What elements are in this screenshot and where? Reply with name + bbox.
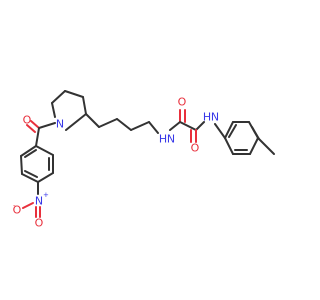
- bond: [24, 149, 37, 158]
- bond: [224, 121, 234, 139]
- bond: [20, 145, 37, 157]
- positive-charge-label: +: [43, 191, 49, 199]
- bond: [24, 170, 38, 178]
- bond: [51, 102, 56, 118]
- bond: [20, 155, 23, 175]
- bond: [179, 121, 197, 131]
- toluidine-ring: [224, 121, 275, 155]
- nitro-nitrogen-label: N: [35, 195, 43, 208]
- bond: [35, 127, 40, 147]
- benzoyl-carbonyl: [26, 120, 56, 147]
- bond: [251, 126, 260, 140]
- molecule-structure: O N O O H N H N N + O - O: [13, 90, 275, 230]
- nitrogen-atom-label: N: [167, 133, 175, 146]
- nitrogen-atom-label: N: [56, 118, 64, 131]
- butyl-chain: [85, 113, 159, 134]
- piperidine-ring: [51, 90, 87, 131]
- nitro-oxygen-label: O: [13, 204, 22, 217]
- bond: [35, 145, 54, 156]
- bond: [30, 120, 40, 129]
- bond: [228, 124, 237, 138]
- nitrogen-atom-label: N: [211, 111, 219, 124]
- nitrogen-atom-h-label: H: [159, 133, 167, 146]
- bond: [51, 90, 66, 104]
- bond: [26, 124, 36, 133]
- methyl-bond: [257, 137, 275, 155]
- bond: [148, 121, 159, 134]
- bond: [65, 113, 87, 131]
- oxalamide-linker: [169, 109, 226, 143]
- nitro-oxygen-label: O: [35, 217, 44, 230]
- bond: [21, 173, 39, 183]
- bond: [169, 121, 181, 131]
- oxygen-atom-label: O: [23, 114, 32, 127]
- bond: [37, 172, 54, 183]
- nitrophenyl-ring: [20, 145, 54, 183]
- bond: [249, 137, 259, 155]
- oxygen-atom-label: O: [191, 142, 200, 155]
- nitro-group: [22, 181, 41, 218]
- bond: [214, 123, 226, 139]
- bond: [38, 122, 56, 129]
- bond: [82, 96, 87, 115]
- bond: [64, 90, 84, 98]
- atom-labels: O N O O H N H N N + O - O: [13, 96, 219, 230]
- negative-charge-label: -: [13, 202, 16, 210]
- bond: [22, 202, 34, 209]
- bond: [98, 118, 118, 128]
- bond: [85, 113, 100, 128]
- bond: [130, 121, 150, 131]
- bond: [195, 121, 205, 131]
- nitrogen-atom-h-label: H: [203, 111, 211, 124]
- oxygen-atom-label: O: [178, 96, 187, 109]
- bond: [224, 137, 234, 155]
- bond: [116, 118, 132, 131]
